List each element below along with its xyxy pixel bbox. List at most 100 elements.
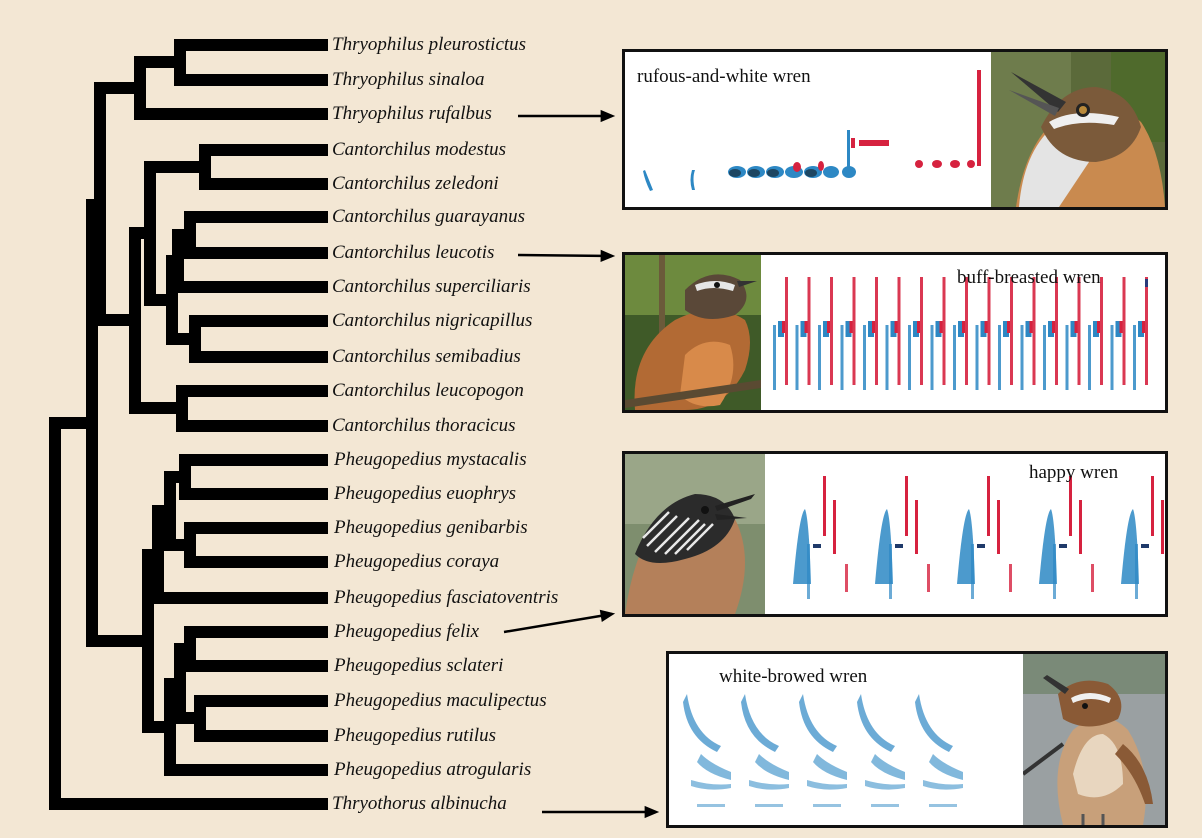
spectrogram-note (1097, 321, 1100, 333)
spectrogram-note (1145, 277, 1148, 385)
spectrogram-note (1020, 325, 1024, 390)
spectrogram-note (868, 321, 874, 337)
song-panel-happy-wren: happy wren (622, 451, 1168, 617)
spectrogram-note (1142, 321, 1145, 333)
spectrogram-note (915, 694, 953, 752)
spectrogram-note (913, 321, 919, 337)
spectrogram-note (897, 277, 901, 385)
spectrogram-note (895, 544, 903, 548)
spectrogram-note (894, 321, 898, 333)
spectrogram-note (857, 694, 895, 752)
spectrogram-note (890, 321, 897, 337)
species-label: Pheugopedius mystacalis (334, 449, 527, 470)
spectrogram-note (1043, 325, 1046, 390)
wren-photo (991, 52, 1165, 207)
song-panel-white-browed-wren: white-browed wren (666, 651, 1168, 828)
panel-title: happy wren (1029, 462, 1119, 483)
spectrogram-note (1119, 321, 1123, 333)
spectrogram-note (807, 544, 810, 599)
spectrogram-note (930, 325, 934, 390)
spectrogram-note (875, 509, 893, 584)
species-label: Pheugopedius felix (334, 621, 480, 642)
spectrogram-note (871, 804, 899, 807)
spectrogram-note (1052, 321, 1055, 333)
spectrogram-note (845, 321, 852, 337)
spectrogram-note (977, 544, 985, 548)
spectrogram-note (942, 277, 946, 385)
arrow-head (644, 805, 660, 819)
spectrogram-note (998, 325, 1001, 390)
spectrogram-note (813, 754, 847, 780)
spectrogram-note (785, 277, 788, 385)
spectrogram-note (962, 321, 965, 333)
spectrogram-note (1121, 509, 1139, 584)
spectrogram-note (1032, 277, 1036, 385)
spectrogram-note (987, 277, 991, 385)
spectrogram-note (852, 277, 856, 385)
spectrogram-note (813, 544, 821, 548)
spectrogram-note (1065, 325, 1069, 390)
species-label: Pheugopedius genibarbis (334, 517, 528, 538)
spectrogram-note (697, 754, 731, 780)
spectrogram-note (782, 321, 785, 333)
spectrogram-note (865, 780, 905, 790)
spectrogram-note (1003, 321, 1009, 337)
spectrogram-note (799, 694, 837, 752)
species-label: Pheugopedius atrogularis (334, 759, 532, 780)
wren-photo (1023, 654, 1165, 825)
species-label: Pheugopedius maculipectus (334, 690, 547, 711)
spectrogram-note (1122, 277, 1126, 385)
spectrogram-note (1029, 321, 1033, 333)
spectrogram-note (935, 321, 942, 337)
spectrogram-note (871, 754, 905, 780)
species-label: Cantorchilus guarayanus (332, 206, 525, 227)
spectrogram-note (927, 564, 930, 592)
spectrogram-note (1025, 321, 1032, 337)
spectrogram-note (1145, 279, 1148, 287)
spectrogram-note (1161, 500, 1164, 554)
spectrogram (643, 70, 981, 191)
spectrogram-note (833, 500, 836, 554)
spectrogram-note (818, 325, 821, 390)
arrow-head (600, 109, 616, 123)
spectrogram-note (807, 780, 847, 790)
spectrogram-note (1007, 321, 1010, 333)
spectrogram-note (953, 325, 956, 390)
spectrogram-note (920, 277, 923, 385)
spectrogram-note (755, 804, 783, 807)
spectrogram-note (1048, 321, 1054, 337)
species-label: Cantorchilus superciliaris (332, 276, 531, 297)
spectrogram-note (889, 544, 892, 599)
species-label: Cantorchilus nigricapillus (332, 310, 533, 331)
spectrogram-note (1009, 564, 1012, 592)
panel-title: white-browed wren (719, 666, 868, 687)
species-label: Pheugopedius euophrys (334, 483, 517, 504)
spectrogram-note (773, 325, 776, 390)
spectrogram-note (875, 277, 878, 385)
spectrogram-note (915, 500, 918, 554)
spectrogram-note (885, 325, 889, 390)
wren-photo (625, 454, 765, 614)
spectrogram-note (691, 780, 731, 790)
species-label: Pheugopedius coraya (334, 551, 500, 572)
spectrogram-note (1093, 321, 1099, 337)
spectrogram-note (1100, 277, 1103, 385)
spectrogram-note (1115, 321, 1122, 337)
pointer-arrow (503, 612, 613, 634)
species-label: Cantorchilus leucopogon (332, 380, 524, 401)
spectrogram (773, 277, 1148, 390)
spectrogram-note (683, 694, 721, 752)
spectrogram-note (1074, 321, 1078, 333)
spectrogram-note (813, 804, 841, 807)
spectrogram-note (1010, 277, 1013, 385)
spectrogram-note (908, 325, 911, 390)
species-label: Thryophilus sinaloa (332, 69, 485, 90)
species-label: Thryophilus rufalbus (332, 103, 492, 124)
spectrogram-note (980, 321, 987, 337)
wren-photo (625, 255, 761, 410)
species-label: Cantorchilus semibadius (332, 346, 521, 367)
spectrogram-note (1110, 325, 1114, 390)
spectrogram-note (823, 321, 829, 337)
spectrogram-note (971, 544, 974, 599)
spectrogram-note (965, 277, 968, 385)
